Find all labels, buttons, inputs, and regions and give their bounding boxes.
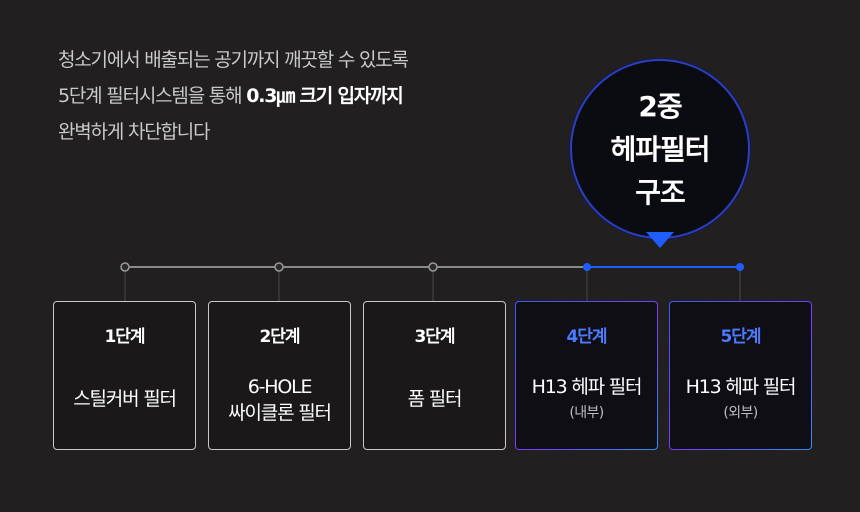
timeline-dot-4	[583, 263, 591, 271]
stage-filter-name: H13 헤파 필터	[685, 376, 797, 398]
badge-pointer-icon	[646, 232, 674, 248]
intro-line-1: 청소기에서 배출되는 공기까지 깨끗할 수 있도록	[58, 49, 409, 71]
stage-step-label: 2단계	[259, 327, 300, 347]
stage-step-label: 3단계	[414, 327, 455, 347]
timeline-dot-1	[120, 262, 130, 272]
double-hepa-badge: 2중 헤파필터 구조	[570, 59, 750, 239]
stage-filter-name: 폼 필터	[407, 388, 463, 410]
intro-line-3: 완벽하게 차단합니다	[58, 121, 211, 143]
stage-step-label: 4단계	[566, 327, 607, 347]
stage-card-1: 1단계 스틸커버 필터	[53, 301, 196, 450]
stage-filter-name: H13 헤파 필터	[531, 376, 643, 398]
timeline-dot-5	[736, 263, 744, 271]
stage-filter-sub: (내부)	[569, 405, 604, 421]
intro-text: 청소기에서 배출되는 공기까지 깨끗할 수 있도록 5단계 필터시스템을 통해 …	[58, 42, 409, 150]
timeline-dot-3	[428, 262, 438, 272]
badge-line-2: 헤파필터	[610, 132, 710, 166]
intro-line-2-text: 5단계 필터시스템을 통해	[58, 85, 247, 107]
stage-filter-name: 스틸커버 필터	[73, 388, 177, 410]
stage-filter-name-line-1: 6-HOLE	[247, 376, 313, 398]
intro-line-2-highlight: 0.3㎛ 크기 입자까지	[246, 85, 404, 107]
badge-line-1: 2중	[638, 89, 682, 123]
stage-filter-sub: (외부)	[723, 405, 758, 421]
stage-filter-name: 6-HOLE 싸이클론 필터	[209, 374, 350, 426]
stage-filter-name-line-2: 싸이클론 필터	[228, 402, 332, 424]
timeline-dot-2	[274, 262, 284, 272]
stage-step-label: 5단계	[720, 327, 761, 347]
stage-card-5: 5단계 H13 헤파 필터 (외부)	[669, 301, 812, 450]
stage-card-3: 3단계 폼 필터	[363, 301, 506, 450]
stage-card-4: 4단계 H13 헤파 필터 (내부)	[515, 301, 658, 450]
stage-card-2: 2단계 6-HOLE 싸이클론 필터	[208, 301, 351, 450]
intro-line-2: 5단계 필터시스템을 통해 0.3㎛ 크기 입자까지	[58, 78, 408, 114]
stage-step-label: 1단계	[104, 327, 145, 347]
badge-line-3: 구조	[635, 175, 686, 209]
